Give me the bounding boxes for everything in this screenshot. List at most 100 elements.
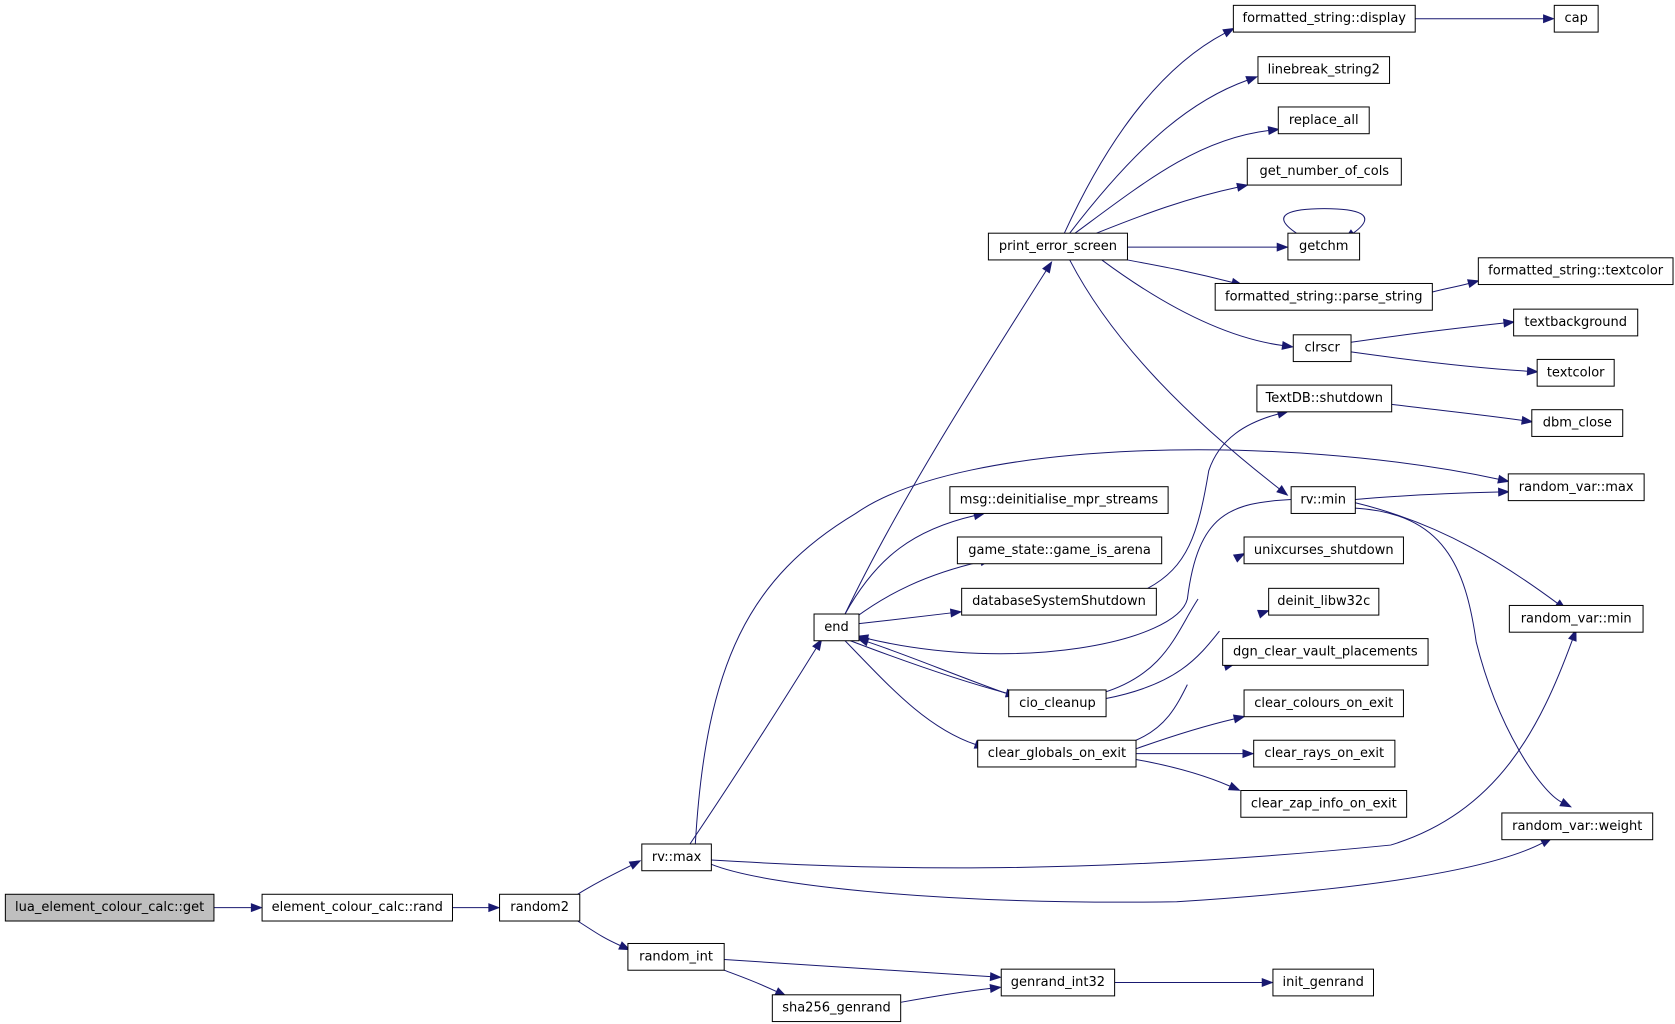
edge-line (867, 499, 1292, 655)
node-lua-get[interactable]: lua_element_colour_calc::get (4, 893, 215, 922)
node-fs-parse[interactable]: formatted_string::parse_string (1214, 282, 1433, 311)
edge-line (855, 561, 982, 618)
node-msg-deinit[interactable]: msg::deinitialise_mpr_streams (949, 486, 1169, 514)
edge-line (1355, 502, 1558, 604)
arrowhead (618, 941, 631, 951)
arrowhead (1242, 749, 1255, 759)
edge-line (694, 449, 1499, 845)
arrowhead (1281, 340, 1294, 350)
node-rv-min[interactable]: rv::min (1290, 486, 1356, 514)
node-textdb-shutdown[interactable]: TextDB::shutdown (1256, 384, 1393, 413)
edge-line (1283, 208, 1366, 234)
node-end[interactable]: end (813, 613, 860, 642)
node-clear-zap[interactable]: clear_zap_info_on_exit (1240, 790, 1408, 818)
node-box (1477, 257, 1674, 286)
node-getchm[interactable]: getchm (1287, 232, 1361, 261)
node-label: textcolor (1547, 365, 1605, 380)
node-label: formatted_string::textcolor (1488, 264, 1664, 279)
node-label: sha256_genrand (782, 1001, 891, 1016)
node-rvar-min[interactable]: random_var::min (1508, 604, 1644, 633)
edge-line (858, 612, 952, 625)
node-sha256[interactable]: sha256_genrand (771, 994, 902, 1023)
edge-line (711, 842, 1543, 903)
edge-line (844, 640, 976, 745)
edge-line (1063, 32, 1226, 234)
node-box (261, 893, 453, 922)
arrowhead (1498, 487, 1511, 497)
edge-line (577, 864, 632, 895)
node-label: genrand_int32 (1011, 975, 1105, 990)
node-random2[interactable]: random2 (499, 893, 581, 922)
node-label: random_int (639, 949, 713, 964)
edge-line (1355, 507, 1562, 803)
node-linebreak[interactable]: linebreak_string2 (1257, 56, 1391, 84)
node-clear-globals[interactable]: clear_globals_on_exit (977, 739, 1137, 768)
node-box (1222, 638, 1429, 666)
edge-rv_max-to-rvar_min (711, 628, 1577, 869)
node-label: formatted_string::display (1243, 11, 1407, 26)
node-box (1256, 384, 1393, 413)
node-random-int[interactable]: random_int (627, 942, 725, 971)
node-label: dbm_close (1543, 416, 1612, 431)
node-fs-textcolor[interactable]: formatted_string::textcolor (1477, 257, 1674, 286)
edge-line (1135, 758, 1231, 787)
edge-line (1350, 322, 1505, 343)
node-label: lua_element_colour_calc::get (15, 900, 204, 915)
edge-ecc_rand-to-random2 (452, 903, 501, 913)
node-label: random_var::weight (1512, 819, 1642, 834)
node-textcolor[interactable]: textcolor (1536, 358, 1615, 387)
node-label: clear_globals_on_exit (988, 746, 1126, 761)
node-box (1253, 739, 1396, 768)
node-clrscr[interactable]: clrscr (1292, 334, 1352, 363)
node-clear-rays[interactable]: clear_rays_on_exit (1253, 739, 1396, 768)
node-layer: lua_element_colour_calc::get element_colo… (4, 4, 1674, 1023)
node-rvar-max[interactable]: random_var::max (1507, 473, 1645, 502)
edge-print_error-to-getchm (1127, 242, 1289, 252)
node-fs-display[interactable]: formatted_string::display (1232, 4, 1416, 33)
node-box (1553, 4, 1599, 33)
arrowhead (1543, 14, 1555, 24)
node-box (813, 613, 860, 642)
node-box (1508, 604, 1644, 633)
node-print-error[interactable]: print_error_screen (987, 232, 1128, 261)
node-label: TextDB::shutdown (1265, 391, 1383, 406)
node-dgn-clear[interactable]: dgn_clear_vault_placements (1222, 638, 1429, 666)
arrowhead (1526, 366, 1539, 376)
node-textbackground[interactable]: textbackground (1513, 308, 1639, 337)
node-get-cols[interactable]: get_number_of_cols (1246, 157, 1402, 186)
node-box (1272, 968, 1374, 997)
arrowhead (1559, 798, 1572, 808)
node-box (1507, 473, 1645, 502)
edge-line (689, 647, 817, 845)
edge-sha256-to-genrand_int32 (900, 983, 1002, 1003)
arrowhead (1568, 628, 1577, 642)
node-rv-max[interactable]: rv::max (641, 843, 712, 872)
node-game-arena[interactable]: game_state::game_is_arena (956, 536, 1163, 565)
arrowhead (1042, 261, 1053, 274)
node-replace-all[interactable]: replace_all (1277, 106, 1370, 135)
node-label: rv::max (652, 850, 702, 865)
edge-fs_display-to-cap (1415, 14, 1555, 24)
node-label: getchm (1299, 239, 1348, 254)
node-init-genrand[interactable]: init_genrand (1272, 968, 1374, 997)
node-ecc-rand[interactable]: element_colour_calc::rand (261, 893, 453, 922)
node-genrand-int32[interactable]: genrand_int32 (1000, 968, 1116, 997)
node-cio-cleanup[interactable]: cio_cleanup (1008, 689, 1107, 718)
node-deinit-libw32c[interactable]: deinit_libw32c (1268, 587, 1380, 616)
edge-line (900, 987, 991, 1003)
arrowhead (1245, 76, 1259, 85)
node-db-shutdown[interactable]: databaseSystemShutdown (961, 587, 1157, 616)
node-box (956, 536, 1163, 565)
node-rvar-weight[interactable]: random_var::weight (1501, 812, 1654, 841)
arrowhead (1222, 27, 1235, 38)
arrowhead (1227, 781, 1241, 791)
node-dbm-close[interactable]: dbm_close (1531, 409, 1624, 437)
node-clear-colours[interactable]: clear_colours_on_exit (1243, 689, 1404, 718)
edge-clear_globals-to-dgn_clear (1135, 662, 1236, 741)
node-label: textbackground (1524, 315, 1627, 330)
node-unix-shutdown[interactable]: unixcurses_shutdown (1243, 536, 1404, 565)
node-box (1214, 282, 1433, 311)
node-label: random_var::min (1521, 611, 1632, 626)
arrowhead (856, 634, 870, 644)
node-cap[interactable]: cap (1553, 4, 1599, 33)
